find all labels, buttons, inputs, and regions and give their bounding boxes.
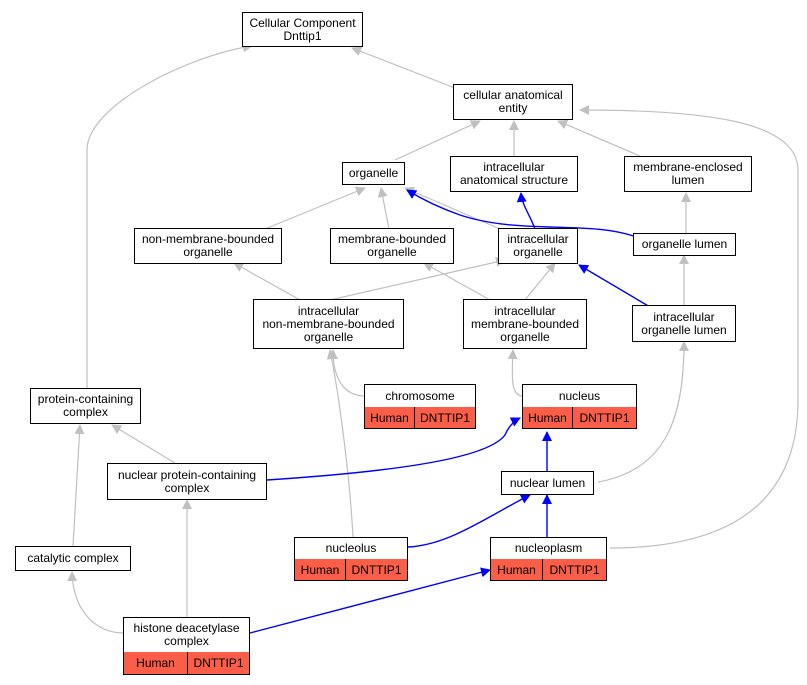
edge-inmbo-nmbo xyxy=(233,262,301,301)
edge-cc-pcc xyxy=(72,424,85,547)
hdac-species-cell: Human xyxy=(124,652,188,674)
edge-mel-cae xyxy=(557,119,641,157)
edge-chromosome-inmbo xyxy=(328,349,366,397)
node-intracellular-organelle-lumen[interactable]: intracellular organelle lumen xyxy=(632,305,736,342)
node-cellular-anatomical-entity[interactable]: cellular anatomical entity xyxy=(453,84,573,120)
node-nucleolus[interactable]: nucleolus Human DNTTIP1 xyxy=(294,537,408,581)
node-nucleoplasm[interactable]: nucleoplasm Human DNTTIP1 xyxy=(490,537,607,581)
node-intracellular-anatomical-structure[interactable]: intracellular anatomical structure xyxy=(450,156,578,192)
edge-pcc-root xyxy=(86,42,253,390)
chromosome-title: chromosome xyxy=(365,385,475,408)
nucleus-gene-cell: DNTTIP1 xyxy=(573,407,636,428)
edge-organelle-cae xyxy=(394,120,481,161)
node-protein-containing-complex[interactable]: protein-containing complex xyxy=(30,388,141,424)
edge-io-organelle xyxy=(404,186,501,230)
edge-ol-organelle xyxy=(406,189,637,238)
node-membrane-bounded-organelle[interactable]: membrane-bounded organelle xyxy=(330,228,454,264)
nucleoplasm-gene-cell: DNTTIP1 xyxy=(543,559,606,580)
nucleolus-gene-cell: DNTTIP1 xyxy=(346,559,407,580)
edge-nucleolus-inmbo xyxy=(326,349,354,538)
node-organelle[interactable]: organelle xyxy=(342,162,405,185)
nucleus-species-cell: Human xyxy=(523,407,573,428)
edge-imbo-io xyxy=(524,262,556,301)
edge-hdac-cc xyxy=(67,571,125,634)
edge-hdac-nucleoplasm xyxy=(249,567,491,634)
edge-io-ias xyxy=(516,192,536,230)
edge-imbo-mbo xyxy=(423,262,491,301)
edge-mbo-organelle xyxy=(377,187,390,230)
node-nuclear-lumen[interactable]: nuclear lumen xyxy=(501,471,594,495)
nucleoplasm-species-cell: Human xyxy=(491,559,543,580)
edge-nucleolus-nl xyxy=(407,494,531,548)
node-cellular-component-root[interactable]: Cellular Component Dnttip1 xyxy=(242,12,363,47)
chromosome-gene-cell: DNTTIP1 xyxy=(415,407,475,428)
node-nucleus[interactable]: nucleus Human DNTTIP1 xyxy=(522,384,637,429)
edge-npcc-pcc xyxy=(111,424,176,464)
edge-npcc-nucleus xyxy=(266,417,521,481)
node-catalytic-complex[interactable]: catalytic complex xyxy=(15,546,131,571)
node-intracellular-membrane-bounded-organelle[interactable]: intracellular membrane-bounded organelle xyxy=(463,299,587,349)
nucleoplasm-title: nucleoplasm xyxy=(491,538,606,560)
edge-inmbo-io xyxy=(329,257,506,301)
node-membrane-enclosed-lumen[interactable]: membrane-enclosed lumen xyxy=(624,156,752,192)
node-histone-deacetylase-complex[interactable]: histone deacetylase complex Human DNTTIP… xyxy=(123,617,250,675)
node-intracellular-non-membrane-bounded-organelle[interactable]: intracellular non-membrane-bounded organ… xyxy=(253,299,404,349)
node-chromosome[interactable]: chromosome Human DNTTIP1 xyxy=(364,384,476,429)
edge-nucleus-imbo xyxy=(507,349,524,397)
node-organelle-lumen[interactable]: organelle lumen xyxy=(633,233,736,256)
nucleus-title: nucleus xyxy=(523,385,636,408)
node-intracellular-organelle[interactable]: intracellular organelle xyxy=(498,228,578,264)
nucleolus-title: nucleolus xyxy=(295,538,407,560)
node-nuclear-protein-containing-complex[interactable]: nuclear protein-containing complex xyxy=(107,463,267,500)
edge-iol-io xyxy=(578,264,651,308)
chromosome-species-cell: Human xyxy=(365,407,415,428)
edge-nmbo-organelle xyxy=(264,186,366,230)
edge-nucleoplasm-cae xyxy=(579,105,799,549)
hdac-gene-cell: DNTTIP1 xyxy=(188,652,249,674)
edge-nl-iol xyxy=(597,341,689,483)
nucleolus-species-cell: Human xyxy=(295,559,346,580)
node-non-membrane-bounded-organelle[interactable]: non-membrane-bounded organelle xyxy=(134,228,282,264)
edge-cae-root xyxy=(351,46,456,89)
hdac-title: histone deacetylase complex xyxy=(124,618,249,653)
